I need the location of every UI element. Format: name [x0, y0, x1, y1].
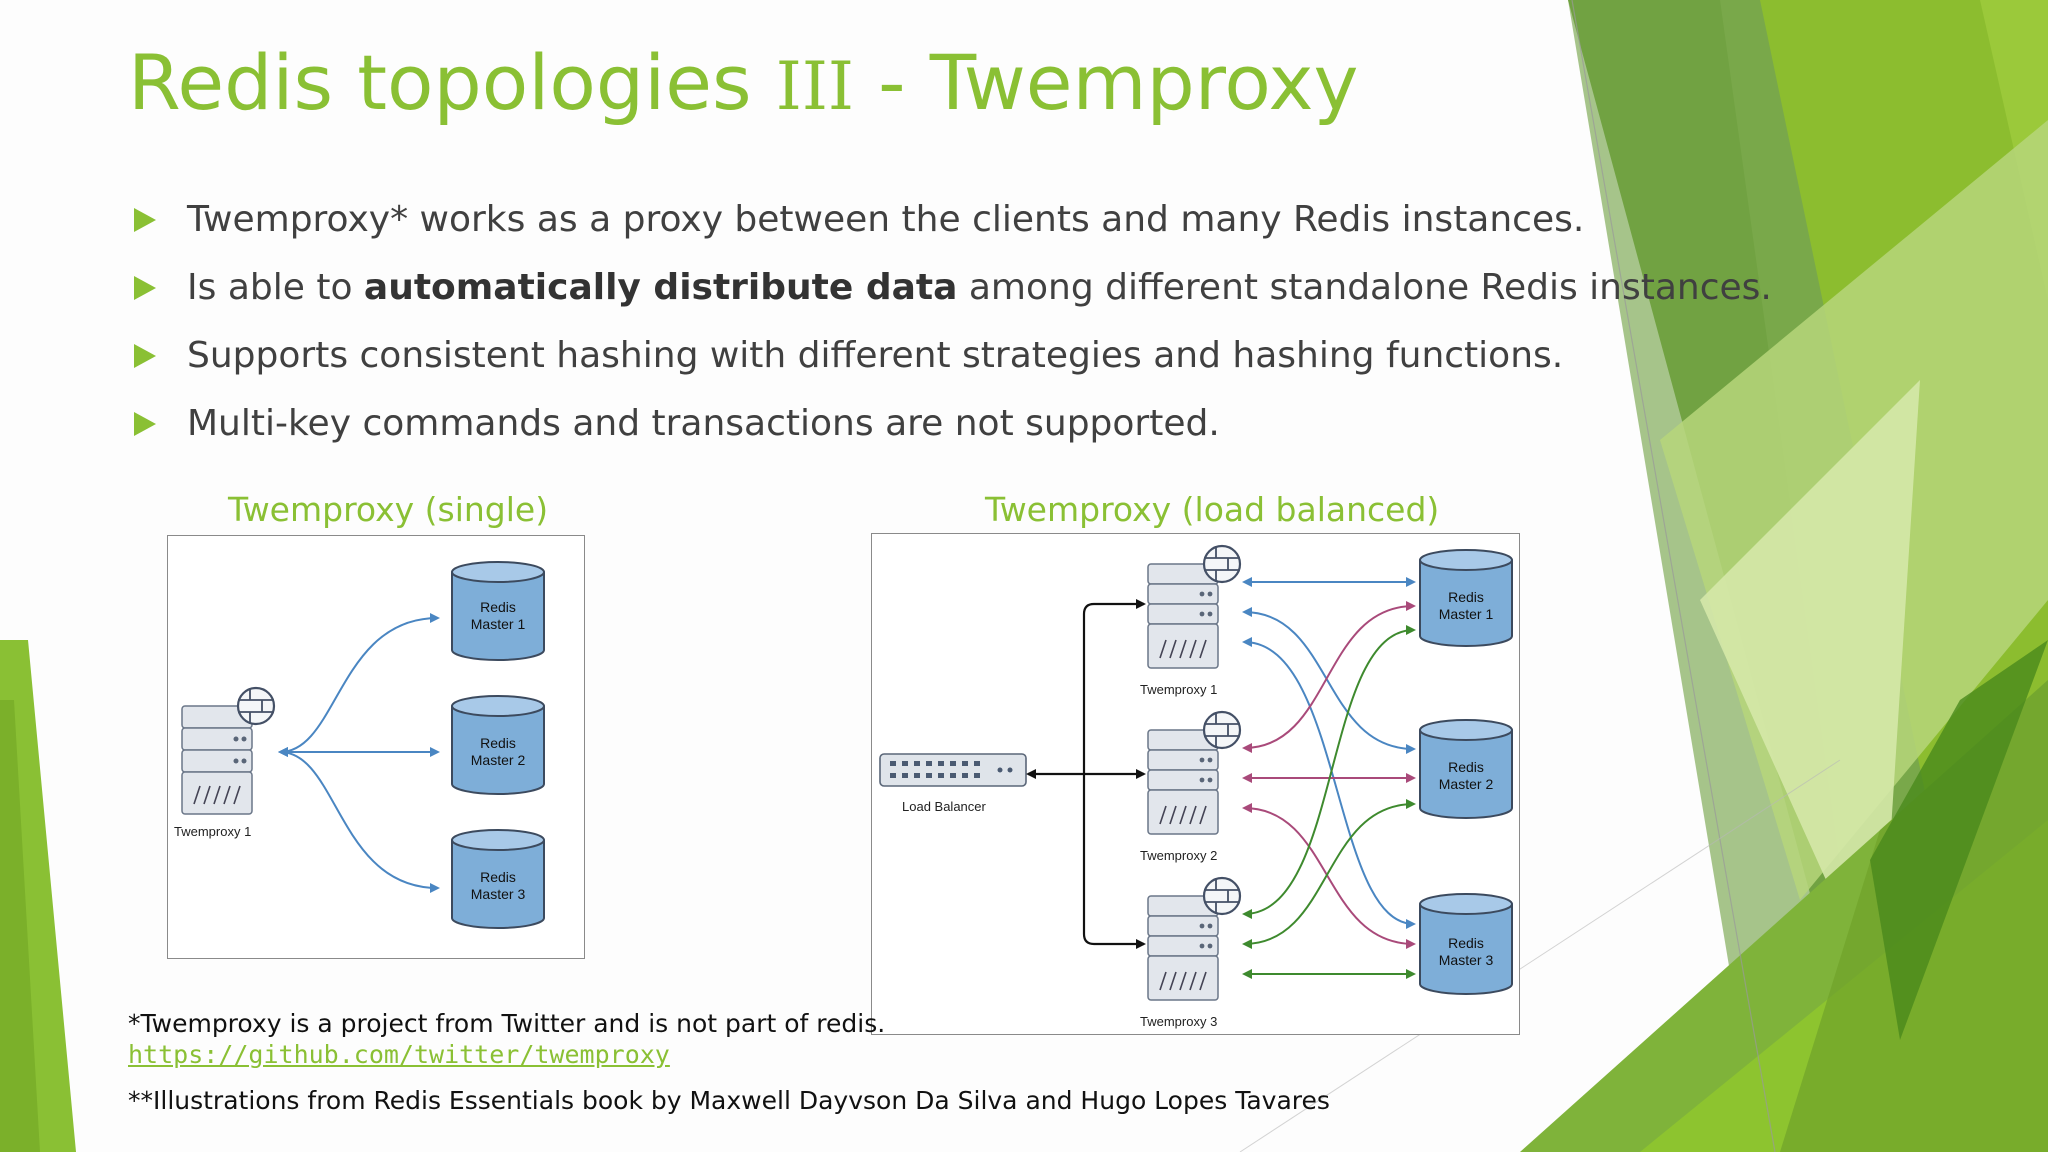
twemproxy-github-link[interactable]: https://github.com/twitter/twemproxy [128, 1040, 670, 1069]
figure-single-caption: Twemproxy (single) [228, 490, 549, 529]
db-label-line1: Redis [480, 599, 516, 615]
diagram-load-balanced: Load Balancer Twemp [879, 544, 1513, 1029]
bullet-bold-text: automatically distribute data [363, 267, 958, 308]
globe-icon [1202, 876, 1242, 916]
bullet-item: Twemproxy* works as a proxy between the … [130, 190, 1772, 258]
proxy-label: Twemproxy 2 [1140, 848, 1217, 863]
figure-lb-caption: Twemproxy (load balanced) [985, 490, 1440, 529]
footnote-illustrations: **Illustrations from Redis Essentials bo… [128, 1086, 1330, 1115]
server-icon [181, 705, 253, 815]
database-icon [451, 695, 545, 795]
db-label-line1: Redis [480, 735, 516, 751]
bullet-list: Twemproxy* works as a proxy between the … [130, 190, 1772, 462]
proxy-label: Twemproxy 3 [1140, 1014, 1217, 1029]
database-icon [451, 561, 545, 661]
bullet-text-tail: among different standalone Redis instanc… [957, 267, 1772, 308]
title-tail: - Twemproxy [854, 38, 1359, 127]
title-main: Redis topologies [128, 38, 776, 127]
load-balancer-icon [879, 753, 1027, 787]
bullet-text: Is able to [187, 267, 364, 308]
bullet-arrow-icon [134, 412, 156, 436]
database-icon [1419, 549, 1513, 647]
green-arrows [1242, 625, 1416, 979]
proxy-label: Twemproxy 1 [174, 824, 251, 839]
db-label-line2: Master 2 [471, 752, 526, 768]
bullet-item: Multi-key commands and transactions are … [130, 394, 1772, 462]
server-icon [1147, 895, 1219, 1001]
database-icon [1419, 893, 1513, 995]
bullet-item: Supports consistent hashing with differe… [130, 326, 1772, 394]
db-label-line1: Redis [1448, 935, 1484, 951]
bullet-text: Twemproxy* works as a proxy between the … [187, 199, 1585, 240]
figure-load-balanced: Load Balancer Twemp [871, 533, 1520, 1035]
figure-single: Twemproxy 1 Redis Master 1 Redis Master … [167, 535, 585, 959]
globe-icon [236, 686, 276, 726]
bullet-text: Multi-key commands and transactions are … [187, 403, 1220, 444]
bullet-arrow-icon [134, 208, 156, 232]
bullet-item: Is able to automatically distribute data… [130, 258, 1772, 326]
pink-arrows [1242, 601, 1416, 949]
bullet-arrow-icon [134, 276, 156, 300]
load-balancer-label: Load Balancer [902, 799, 987, 814]
globe-icon [1202, 710, 1242, 750]
footnote-twitter: *Twemproxy is a project from Twitter and… [128, 1009, 886, 1038]
server-icon [1147, 729, 1219, 835]
db-label-line1: Redis [480, 869, 516, 885]
database-icon [1419, 719, 1513, 819]
lb-connectors [1026, 599, 1146, 949]
globe-icon [1202, 544, 1242, 584]
db-label-line2: Master 3 [471, 886, 526, 902]
db-label-line1: Redis [1448, 589, 1484, 605]
slide-title: Redis topologies III - Twemproxy [128, 38, 1358, 127]
proxy-label: Twemproxy 1 [1140, 682, 1217, 697]
bullet-text: Supports consistent hashing with differe… [187, 335, 1564, 376]
bullet-arrow-icon [134, 344, 156, 368]
diagram-single: Twemproxy 1 Redis Master 1 Redis Master … [174, 561, 545, 929]
title-roman-numeral: III [775, 48, 854, 125]
db-label-line2: Master 1 [1439, 606, 1494, 622]
connection-arrows [278, 613, 440, 893]
db-label-line2: Master 3 [1439, 952, 1494, 968]
db-label-line2: Master 2 [1439, 776, 1494, 792]
database-icon [451, 829, 545, 929]
db-label-line2: Master 1 [471, 616, 526, 632]
server-icon [1147, 563, 1219, 669]
db-label-line1: Redis [1448, 759, 1484, 775]
